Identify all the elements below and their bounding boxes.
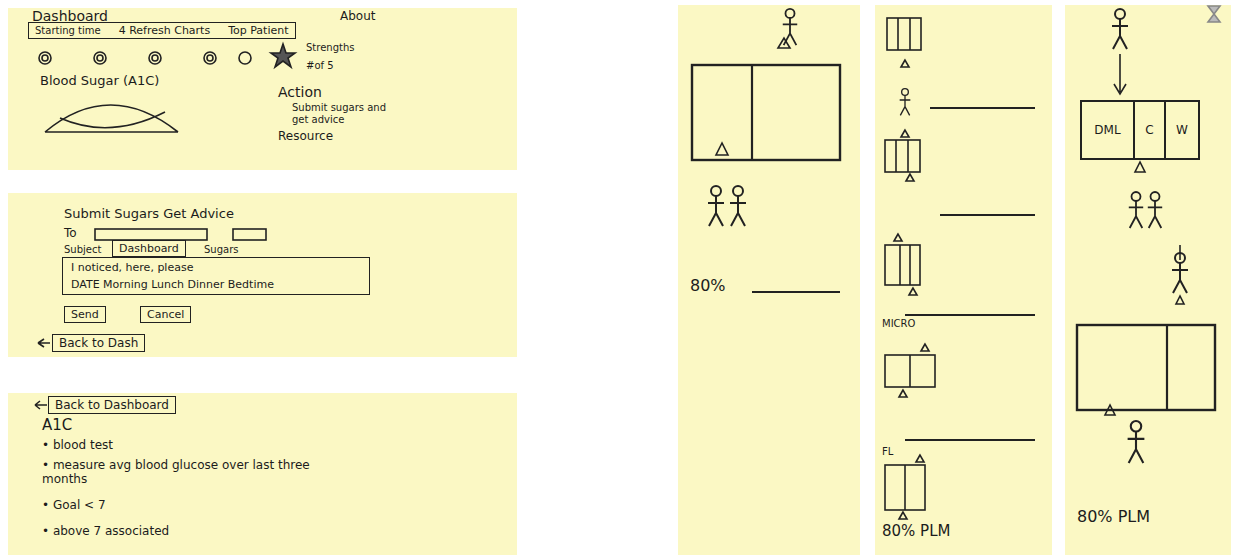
- nav-bar: Starting time 4 Refresh Charts Top Patient: [28, 22, 296, 39]
- sticky-note: MICRO FL 80% PLM: [875, 5, 1052, 555]
- handwritten-text: • measure avg blood glucose over last th…: [42, 459, 342, 487]
- cancel-button: Cancel: [140, 306, 191, 323]
- sticky-note: Submit Sugars Get AdviceToSubjectSugarsD…: [8, 193, 517, 357]
- back-button: Back to Dashboard: [48, 396, 176, 414]
- handwritten-text: DML: [1082, 102, 1133, 158]
- handwritten-text: About: [340, 10, 375, 24]
- handwritten-text: Submit sugars and get advice: [292, 102, 402, 125]
- handwritten-text: Sugars: [204, 244, 238, 256]
- handwritten-text: • above 7 associated: [42, 525, 169, 539]
- handwritten-text: DATE Morning Lunch Dinner Bedtime: [71, 278, 274, 291]
- subject-field: Dashboard: [112, 240, 186, 257]
- handwritten-text: To: [64, 227, 77, 241]
- sticky-note: DashboardAboutBlood Sugar (A1C)Strengths…: [8, 8, 517, 170]
- handwritten-text: Subject: [64, 244, 101, 256]
- handwritten-text: • blood test: [42, 439, 113, 453]
- handwritten-text: Back to Dashboard: [55, 398, 169, 412]
- handwritten-text: 4 Refresh Charts: [119, 24, 211, 37]
- handwritten-text: Dashboard: [119, 242, 179, 255]
- handwritten-text: Blood Sugar (A1C): [40, 74, 159, 89]
- send-button: Send: [64, 306, 106, 323]
- handwritten-text: Top Patient: [228, 24, 288, 37]
- handwritten-text: #of 5: [306, 60, 334, 72]
- handwritten-text: W: [1164, 102, 1198, 158]
- sticky-note: 80% PLM DMLCW: [1065, 5, 1231, 555]
- handwritten-text: I noticed, here, please: [71, 261, 193, 274]
- handwritten-text: 80% PLM: [1077, 508, 1150, 526]
- handwritten-text: A1C: [42, 417, 72, 434]
- sticky-note: A1C • blood test • measure avg blood gluco…: [8, 393, 517, 555]
- handwritten-text: Back to Dash: [59, 336, 138, 350]
- handwritten-text: Submit Sugars Get Advice: [64, 207, 234, 222]
- handwritten-text: 80% PLM: [882, 523, 950, 540]
- handwritten-text: 80%: [690, 277, 726, 295]
- handwritten-text: Cancel: [147, 308, 184, 321]
- handwritten-text: Send: [71, 308, 99, 321]
- handwritten-text: • Goal < 7: [42, 499, 106, 513]
- handwritten-text: MICRO: [882, 318, 915, 330]
- handwritten-text: Resource: [278, 130, 333, 144]
- handwritten-text: Strengths: [306, 42, 354, 54]
- sticky-note: 80%: [678, 5, 860, 555]
- message-box: I noticed, here, pleaseDATE Morning Lunc…: [62, 257, 370, 295]
- handwritten-text: C: [1133, 102, 1164, 158]
- handwritten-text: Action: [278, 84, 322, 100]
- handwritten-text: FL: [882, 446, 893, 458]
- screen-split: DMLCW: [1080, 100, 1200, 160]
- back-button: Back to Dash: [52, 334, 145, 352]
- handwritten-text: Starting time: [35, 25, 101, 37]
